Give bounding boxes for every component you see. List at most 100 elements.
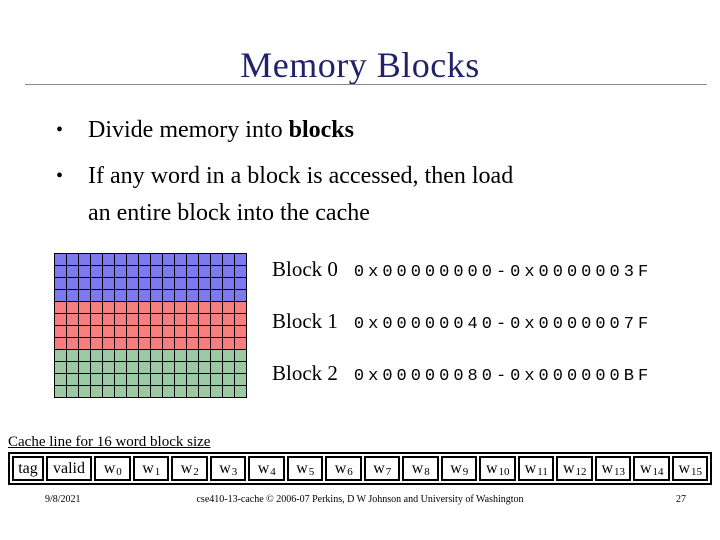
- memory-cell: [211, 374, 222, 385]
- memory-cell: [55, 278, 66, 289]
- memory-cell: [163, 302, 174, 313]
- memory-cell: [199, 386, 210, 397]
- memory-cell: [127, 386, 138, 397]
- footer-date: 9/8/2021: [45, 494, 81, 505]
- memory-cell: [175, 326, 186, 337]
- memory-cell: [187, 374, 198, 385]
- memory-cell: [175, 386, 186, 397]
- memory-cell: [235, 326, 246, 337]
- memory-cell: [91, 374, 102, 385]
- memory-cell: [211, 278, 222, 289]
- memory-cell: [223, 302, 234, 313]
- memory-cell: [127, 374, 138, 385]
- memory-cell: [67, 374, 78, 385]
- memory-cell: [199, 326, 210, 337]
- memory-cell: [187, 386, 198, 397]
- memory-cell: [127, 326, 138, 337]
- memory-cell: [79, 302, 90, 313]
- memory-cell: [151, 386, 162, 397]
- memory-cell: [103, 314, 114, 325]
- memory-cell: [163, 374, 174, 385]
- memory-cell: [91, 362, 102, 373]
- memory-cell: [103, 350, 114, 361]
- memory-cell: [223, 266, 234, 277]
- memory-cell: [163, 326, 174, 337]
- footer-page-number: 27: [676, 494, 686, 505]
- memory-cell: [139, 302, 150, 313]
- bullet-item-2: • If any word in a block is accessed, th…: [56, 158, 656, 232]
- memory-cell: [223, 362, 234, 373]
- title-divider: [25, 84, 707, 85]
- memory-cell: [235, 362, 246, 373]
- block-1-range: 0x00000040-0x0000007F: [353, 315, 653, 334]
- memory-cell: [163, 362, 174, 373]
- memory-cell: [91, 290, 102, 301]
- memory-cell: [151, 326, 162, 337]
- memory-cell: [151, 254, 162, 265]
- memory-cell: [55, 266, 66, 277]
- memory-cell: [187, 266, 198, 277]
- memory-cell: [175, 362, 186, 373]
- memory-cell: [199, 374, 210, 385]
- block-1-label: Block 1: [272, 309, 338, 333]
- memory-cell: [139, 350, 150, 361]
- bullet-text-1: Divide memory into blocks: [88, 112, 354, 149]
- memory-cell: [79, 350, 90, 361]
- memory-cell: [187, 278, 198, 289]
- memory-cell: [187, 362, 198, 373]
- memory-cell: [175, 266, 186, 277]
- memory-cell: [67, 362, 78, 373]
- memory-cell: [175, 374, 186, 385]
- memory-cell: [115, 338, 126, 349]
- memory-cell: [175, 254, 186, 265]
- memory-cell: [79, 254, 90, 265]
- memory-cell: [91, 338, 102, 349]
- memory-cell: [223, 278, 234, 289]
- bullet-icon: •: [56, 119, 64, 141]
- memory-cell: [139, 254, 150, 265]
- memory-cell: [91, 302, 102, 313]
- bullet-list: • Divide memory into blocks • If any wor…: [56, 112, 656, 241]
- memory-cell: [55, 326, 66, 337]
- memory-cell: [235, 254, 246, 265]
- memory-cell: [91, 278, 102, 289]
- memory-cell: [139, 374, 150, 385]
- memory-cell: [55, 350, 66, 361]
- memory-cell: [223, 350, 234, 361]
- memory-cell: [151, 302, 162, 313]
- memory-cell: [163, 290, 174, 301]
- memory-cell: [199, 314, 210, 325]
- memory-cell: [235, 338, 246, 349]
- memory-cell: [79, 314, 90, 325]
- memory-cell: [175, 314, 186, 325]
- cache-cell-valid: valid: [46, 456, 92, 481]
- memory-cell: [67, 254, 78, 265]
- memory-cell: [55, 386, 66, 397]
- memory-cell: [79, 386, 90, 397]
- memory-cell: [127, 266, 138, 277]
- memory-cell: [199, 338, 210, 349]
- memory-cell: [199, 362, 210, 373]
- memory-cell: [175, 290, 186, 301]
- memory-cell: [187, 254, 198, 265]
- memory-cell: [187, 290, 198, 301]
- memory-cell: [163, 314, 174, 325]
- block-row-1: Block 1 0x00000040-0x0000007F: [272, 308, 652, 334]
- memory-cell: [103, 302, 114, 313]
- memory-cell: [67, 386, 78, 397]
- slide-title: Memory Blocks: [240, 45, 480, 85]
- memory-cell: [67, 266, 78, 277]
- memory-cell: [55, 254, 66, 265]
- bullet-text-2: If any word in a block is accessed, then…: [88, 163, 514, 226]
- memory-cell: [211, 290, 222, 301]
- memory-cell: [199, 266, 210, 277]
- memory-cell: [103, 278, 114, 289]
- memory-cell: [103, 374, 114, 385]
- memory-cell: [127, 314, 138, 325]
- memory-cell: [211, 266, 222, 277]
